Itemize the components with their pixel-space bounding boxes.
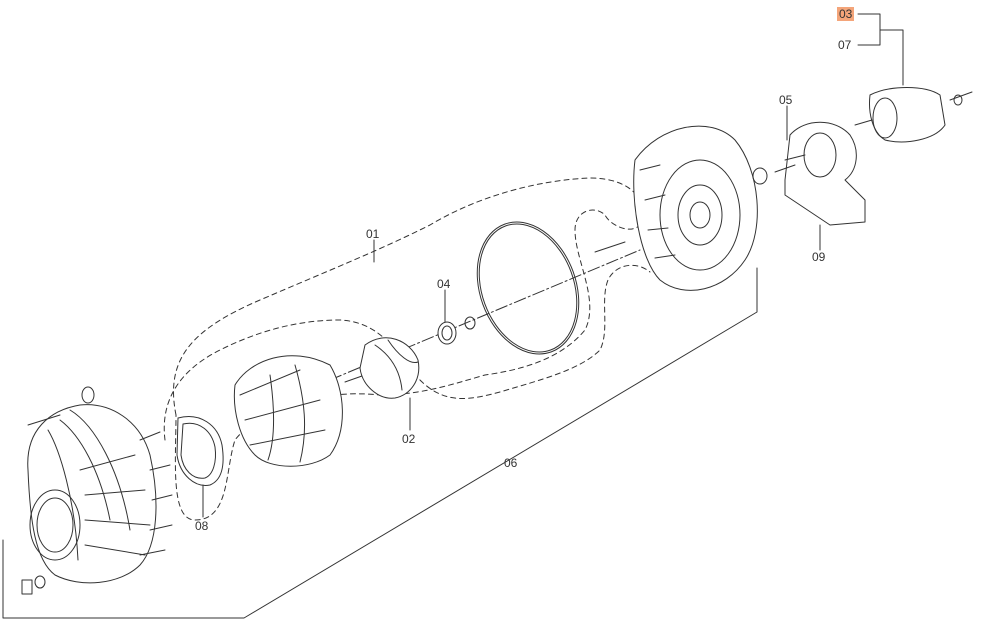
o-ring-part xyxy=(476,221,580,355)
callout-08: 08 xyxy=(195,519,209,533)
outline-01 xyxy=(173,177,644,521)
back-plate-part xyxy=(633,125,758,291)
callout-03[interactable]: 03 xyxy=(837,7,855,21)
leader-06 xyxy=(2,267,758,619)
callout-06: 06 xyxy=(504,456,518,470)
wear-plate-08 xyxy=(176,416,224,486)
callout-01: 01 xyxy=(366,227,380,241)
pump-casing-part xyxy=(27,386,157,584)
callout-04: 04 xyxy=(437,277,451,291)
washer-part xyxy=(752,167,768,185)
pedestal-09 xyxy=(774,121,866,226)
leader-03-motor xyxy=(879,29,904,86)
motor-03 xyxy=(854,87,973,143)
callout-07: 07 xyxy=(838,38,852,52)
callout-09: 09 xyxy=(812,250,826,264)
leader-03-07 xyxy=(857,13,881,46)
impeller-02 xyxy=(344,337,420,399)
seal-04 xyxy=(437,316,476,345)
callout-02: 02 xyxy=(402,432,416,446)
volute-insert-part xyxy=(233,355,343,467)
callout-05: 05 xyxy=(779,93,793,107)
housing-bolt xyxy=(594,241,626,253)
drain-plug-part xyxy=(21,575,46,595)
outline-06 xyxy=(163,264,651,441)
casing-bolts xyxy=(139,431,173,556)
